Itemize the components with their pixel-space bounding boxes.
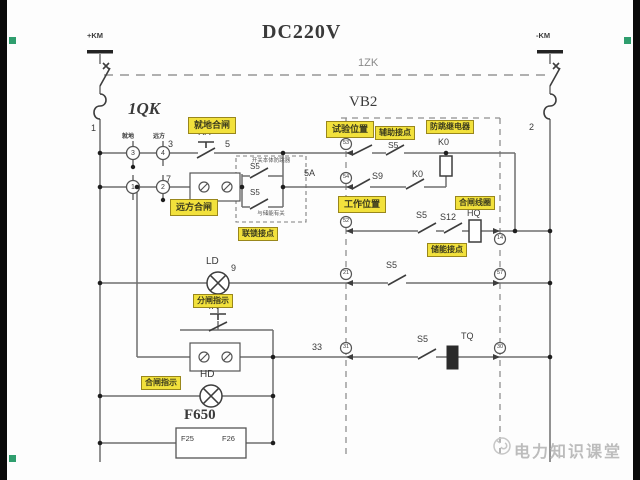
negative-bus-label: -KM	[536, 31, 551, 40]
qk-col-local: 就地	[122, 134, 135, 140]
qk-col-remote: 远方	[153, 134, 166, 140]
crossing-arrows	[346, 150, 500, 360]
hd-lamp-label: HD	[200, 369, 215, 380]
contact-symbols	[87, 50, 563, 360]
coil-hq	[468, 219, 482, 243]
s9-contact-label: S9	[372, 171, 384, 181]
terminal-31: 31	[342, 344, 350, 350]
wire-label-33: 33	[312, 342, 323, 352]
wire-label-5: 5	[225, 139, 231, 149]
wire-label-3: 3	[168, 139, 174, 149]
right-edge-bar	[633, 0, 640, 480]
tag-local-close: 就地合闸	[188, 117, 237, 134]
qk-contact-3: 3	[131, 149, 135, 157]
tag-remote-close: 远方合闸	[170, 199, 219, 216]
plug-connector-2	[189, 342, 241, 372]
s5-box-lower-label: S5	[250, 188, 260, 197]
plug-connector-1	[189, 172, 241, 202]
qk-contact-2: 2	[161, 183, 165, 191]
tag-close-indicator: 合闸指示	[141, 376, 181, 390]
vb2-name: VB2	[349, 94, 378, 110]
corner-marker-top-left	[9, 37, 16, 44]
terminal-52: 52	[342, 218, 350, 224]
qk-contact-4: 4	[161, 149, 165, 157]
hq-coil-label: HQ	[467, 208, 481, 218]
f650-terminal-f25: F25	[181, 434, 194, 443]
tag-antipump-relay: 防跳继电器	[426, 120, 474, 134]
watermark-text: 电力知识课堂	[514, 444, 623, 461]
s5-box-upper-label: S5	[250, 162, 260, 171]
qk-contact-1: 1	[131, 183, 135, 191]
coil-tq	[446, 345, 459, 370]
terminal-53: 53	[342, 140, 350, 146]
s5-aux-contact-label: S5	[388, 140, 399, 150]
s5-box-note-top: 开关本体防跳器	[251, 158, 291, 164]
tag-aux-contact: 辅助接点	[375, 126, 415, 140]
tag-test-position: 试验位置	[326, 121, 375, 138]
tag-work-position: 工作位置	[338, 196, 387, 213]
s12-contact-label: S12	[440, 212, 457, 222]
f650-terminal-f26: F26	[222, 434, 235, 443]
wire-label-1: 1	[91, 123, 97, 133]
corner-marker-top-right	[624, 37, 631, 44]
ld-lamp-label: LD	[206, 256, 219, 267]
terminal-30: 30	[496, 344, 504, 350]
terminal-54: 54	[342, 174, 350, 180]
lamps	[199, 271, 230, 408]
tag-open-indicator: 分闸指示	[193, 294, 233, 308]
k0-coil-label: K0	[438, 137, 450, 147]
terminal-21: 21	[342, 270, 350, 276]
terminal-57: 57	[496, 270, 504, 276]
s5-close-contact-label: S5	[416, 210, 428, 220]
k0-contact-label: K0	[412, 169, 424, 179]
coil-k0	[439, 155, 453, 177]
wire-label-9: 9	[231, 263, 237, 273]
wire-label-7: 7	[166, 174, 172, 184]
tag-interlock-contact: 联锁接点	[238, 227, 278, 241]
tag-charge-contact: 储能接点	[427, 243, 467, 257]
left-edge-bar	[0, 0, 7, 480]
coils	[439, 155, 482, 370]
terminal-14: 14	[496, 235, 504, 241]
watermark-logo-icon	[493, 437, 511, 455]
positive-bus-label: +KM	[87, 31, 104, 40]
f650-box	[175, 427, 247, 459]
s5-opening-contact-label: S5	[386, 260, 398, 270]
f650-name: F650	[184, 407, 216, 423]
s5-box-note-bottom: 与储能有关	[257, 211, 285, 217]
s5-trip-contact-label: S5	[417, 334, 429, 344]
wire-network	[99, 54, 551, 462]
page-title: DC220V	[262, 21, 342, 43]
wire-label-2: 2	[529, 122, 535, 132]
wire-label-5a: 5A	[304, 168, 316, 178]
tq-coil-label: TQ	[461, 331, 474, 341]
tie-line-label: 1ZK	[358, 57, 379, 69]
terminal-circles	[339, 137, 507, 355]
tag-close-coil: 合闸线圈	[455, 196, 495, 210]
qk-switch-name: 1QK	[128, 99, 161, 118]
qk-switch	[125, 145, 171, 203]
junction-dots	[97, 150, 553, 446]
corner-marker-bottom-left	[9, 455, 16, 462]
